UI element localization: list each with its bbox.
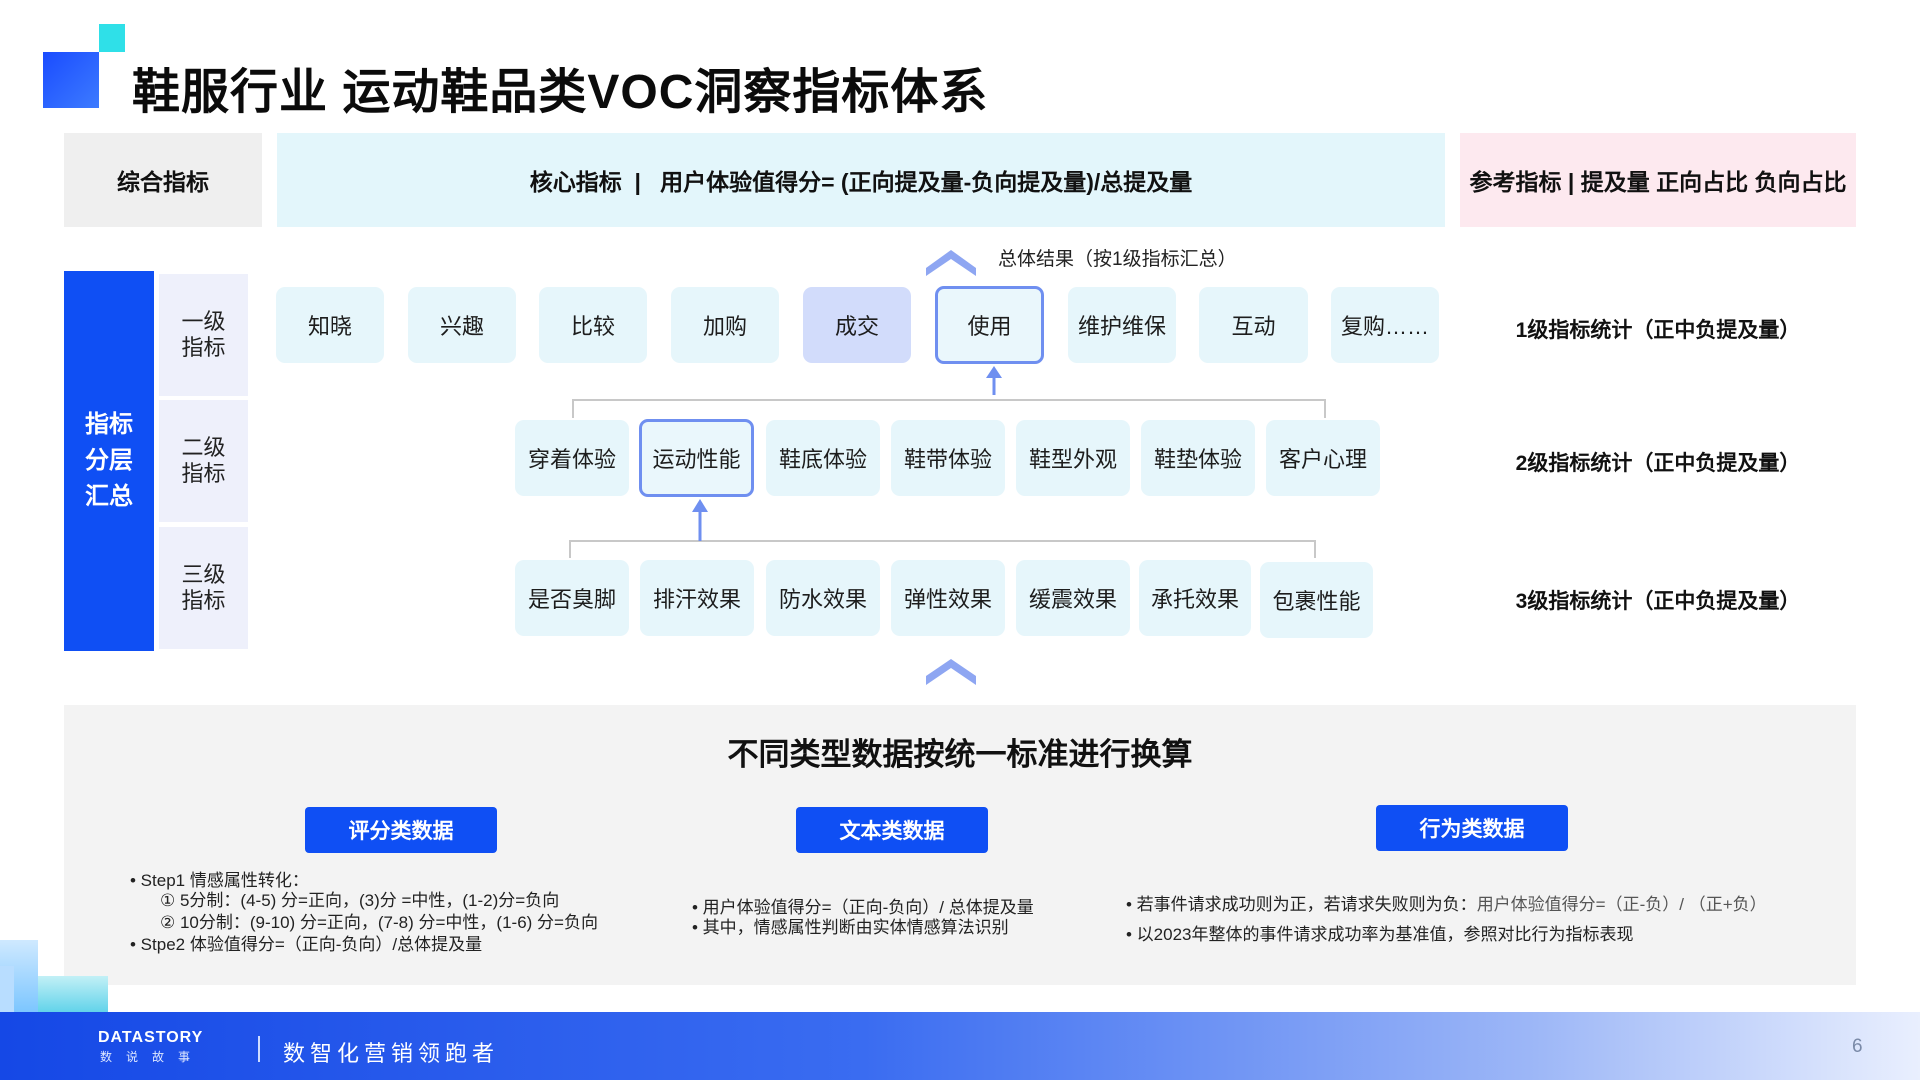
behavior-rule: • 若事件请求成功则为正，若请求失败则为负：用户体验值得分=（正-负）/ （正+… bbox=[1126, 895, 1767, 915]
datastory-logo-sub: 数说故事 bbox=[100, 1050, 205, 1064]
text-sentiment-note: • 其中，情感属性判断由实体情感算法识别 bbox=[692, 918, 1009, 937]
datastory-logo: DATASTORY bbox=[98, 1029, 204, 1046]
score-5-point: ① 5分制：(4-5) 分=正向，(3)分 =中性，(1-2)分=负向 bbox=[160, 891, 560, 910]
level1-node: 互动 bbox=[1199, 287, 1308, 363]
footer-deco-block-3 bbox=[38, 976, 108, 1012]
level3-node: 承托效果 bbox=[1139, 560, 1251, 636]
title-deco-small-square bbox=[99, 24, 125, 52]
core-indicator-formula: 核心指标 | 用户体验值得分= (正向提及量-负向提及量)/总提及量 bbox=[277, 133, 1445, 227]
level3-node: 是否臭脚 bbox=[515, 560, 629, 636]
level1-node: 兴趣 bbox=[408, 287, 516, 363]
title-deco-square bbox=[43, 52, 99, 108]
text-data-pill: 文本类数据 bbox=[796, 807, 988, 853]
score-step2: • Stpe2 体验值得分=（正向-负向）/总体提及量 bbox=[130, 935, 483, 954]
level3-node: 包裹性能 bbox=[1260, 562, 1373, 638]
level1-node-deal: 成交 bbox=[803, 287, 911, 363]
level2-node: 穿着体验 bbox=[515, 420, 629, 496]
level2-label: 二级 指标 bbox=[159, 400, 248, 522]
footer-slogan: 数智化营销领跑者 bbox=[283, 1041, 500, 1066]
level1-node: 加购 bbox=[671, 287, 779, 363]
level2-node: 客户心理 bbox=[1266, 420, 1380, 496]
level2-bracket bbox=[572, 399, 1326, 418]
arrow-up-icon-2 bbox=[692, 499, 708, 512]
overall-result-label: 总体结果（按1级指标汇总） bbox=[998, 249, 1237, 270]
text-formula: • 用户体验值得分=（正向-负向）/ 总体提及量 bbox=[692, 898, 1034, 917]
page-title: 鞋服行业 运动鞋品类VOC洞察指标体系 bbox=[132, 66, 989, 119]
level2-node: 鞋型外观 bbox=[1016, 420, 1130, 496]
level2-node-sports: 运动性能 bbox=[639, 419, 754, 497]
behavior-baseline: • 以2023年整体的事件请求成功率为基准值，参照对比行为指标表现 bbox=[1126, 925, 1634, 944]
arrow-up-icon bbox=[986, 366, 1002, 378]
level3-bracket bbox=[569, 540, 1316, 558]
behavior-rule-main: • 若事件请求成功则为正，若请求失败则为负： bbox=[1126, 895, 1477, 914]
level1-node-use: 使用 bbox=[935, 286, 1044, 364]
reference-indicator-label: 参考指标 | 提及量 正向占比 负向占比 bbox=[1460, 133, 1856, 227]
level1-node: 知晓 bbox=[276, 287, 384, 363]
level3-stat: 3级指标统计（正中负提及量） bbox=[1515, 590, 1801, 613]
composite-indicator-label: 综合指标 bbox=[64, 133, 262, 227]
level3-node: 弹性效果 bbox=[891, 560, 1005, 636]
page-number: 6 bbox=[1852, 1036, 1863, 1057]
level1-node: 复购…… bbox=[1331, 287, 1439, 363]
level1-node: 比较 bbox=[539, 287, 647, 363]
level1-stat: 1级指标统计（正中负提及量） bbox=[1515, 319, 1801, 342]
level3-node: 缓震效果 bbox=[1016, 560, 1130, 636]
score-10-point: ② 10分制：(9-10) 分=正向，(7-8) 分=中性，(1-6) 分=负向 bbox=[160, 913, 598, 932]
level2-stat: 2级指标统计（正中负提及量） bbox=[1515, 452, 1801, 475]
chevron-up-icon-bottom bbox=[926, 659, 976, 685]
footer-bar bbox=[0, 1012, 1920, 1080]
level2-node: 鞋带体验 bbox=[891, 420, 1005, 496]
level1-label: 一级 指标 bbox=[159, 274, 248, 396]
level3-label: 三级 指标 bbox=[159, 527, 248, 649]
level2-node: 鞋底体验 bbox=[766, 420, 880, 496]
level3-node: 排汗效果 bbox=[640, 560, 754, 636]
score-step1: • Step1 情感属性转化： bbox=[130, 871, 309, 890]
behavior-rule-formula: 用户体验值得分=（正-负）/ （正+负） bbox=[1476, 895, 1767, 914]
level3-node: 防水效果 bbox=[766, 560, 880, 636]
behavior-data-pill: 行为类数据 bbox=[1376, 805, 1568, 851]
hierarchy-main-label: 指标 分层 汇总 bbox=[64, 271, 154, 651]
level1-node: 维护维保 bbox=[1068, 287, 1176, 363]
conversion-panel-title: 不同类型数据按统一标准进行换算 bbox=[727, 736, 1193, 772]
footer-divider bbox=[258, 1036, 260, 1062]
level2-node: 鞋垫体验 bbox=[1141, 420, 1255, 496]
score-data-pill: 评分类数据 bbox=[305, 807, 497, 853]
chevron-up-icon bbox=[926, 250, 976, 276]
footer-deco-block-2 bbox=[0, 966, 14, 1012]
